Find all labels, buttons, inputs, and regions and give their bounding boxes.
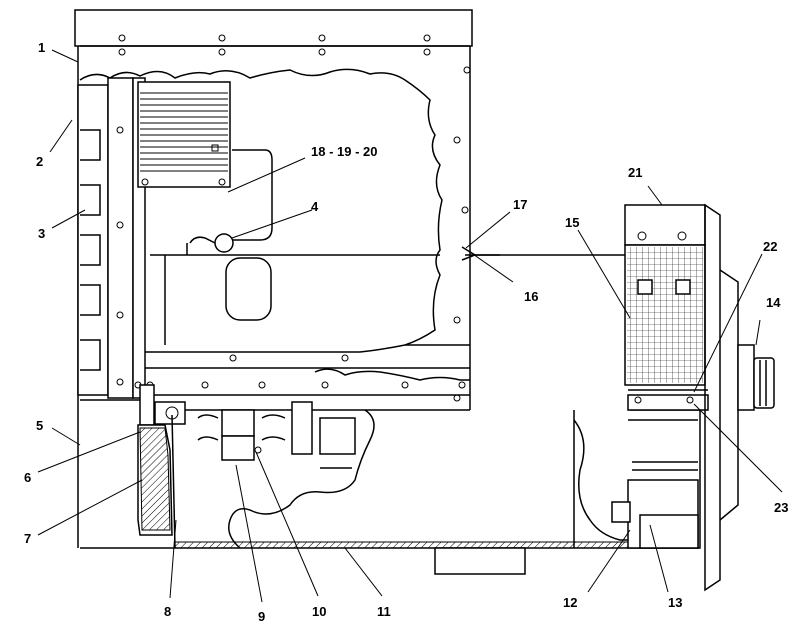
end-panel — [77, 77, 146, 401]
leader-lines — [37, 49, 783, 603]
callout-18-19-20: 18 - 19 - 20 — [311, 144, 378, 159]
callout-13: 13 — [668, 595, 682, 610]
callout-12: 12 — [563, 595, 577, 610]
terminal-box — [624, 204, 709, 411]
callout-4: 4 — [311, 199, 319, 214]
bearing-bracket — [137, 384, 186, 549]
access-window — [225, 257, 272, 321]
callout-9: 9 — [258, 609, 265, 624]
callout-8: 8 — [164, 604, 171, 619]
callout-22: 22 — [763, 239, 777, 254]
capacitor-component — [186, 233, 234, 255]
callout-11: 11 — [377, 604, 391, 619]
callout-5: 5 — [36, 418, 43, 433]
drive-flange — [704, 203, 775, 592]
base-frame — [174, 541, 631, 575]
callout-2: 2 — [36, 154, 43, 169]
callout-7: 7 — [24, 531, 31, 546]
callout-3: 3 — [38, 226, 45, 241]
callout-23: 23 — [774, 500, 788, 515]
callout-14: 14 — [766, 295, 781, 310]
callout-21: 21 — [628, 165, 642, 180]
fastener-16-17 — [461, 246, 500, 261]
callout-16: 16 — [524, 289, 538, 304]
exciter-housing — [611, 409, 701, 549]
callout-15: 15 — [565, 215, 579, 230]
heatsink-module — [137, 81, 273, 241]
callout-labels: 1 2 3 4 5 6 7 8 9 10 11 12 13 14 15 16 1… — [24, 40, 788, 624]
callout-1: 1 — [38, 40, 45, 55]
top-cover — [74, 9, 473, 47]
callout-17: 17 — [513, 197, 527, 212]
callout-10: 10 — [312, 604, 326, 619]
rectifier-block — [197, 401, 356, 469]
callout-6: 6 — [24, 470, 31, 485]
